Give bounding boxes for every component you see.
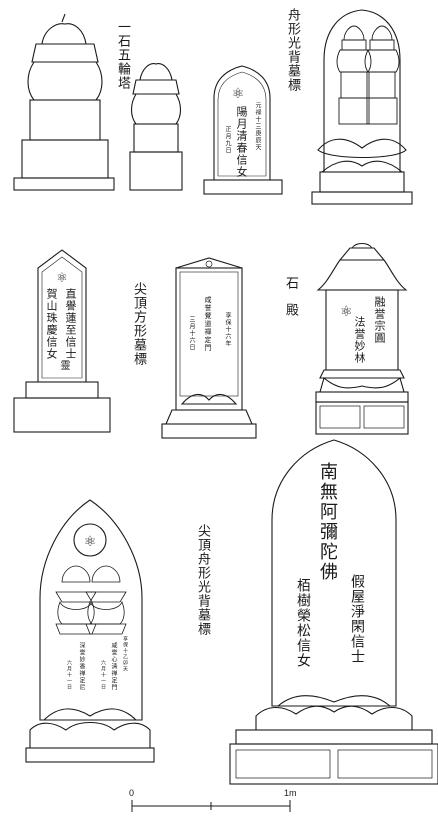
inscription-s7-main-l: 深誉妙香禅定尼: [78, 642, 85, 691]
scale-label-1m: 1m: [284, 788, 297, 798]
inscription-s7-main-r: 咸誉心清禅定門: [110, 642, 117, 691]
scale-bar: [131, 800, 291, 812]
gorinto-small: [129, 63, 183, 191]
inscription-s6-main1: 融誉宗圓: [373, 296, 386, 344]
inscription-s7-date-l: 六月十一日: [66, 660, 72, 690]
scale-label-zero: 0: [129, 788, 135, 798]
inscription-s5-main: 咸誉覺道禪定門: [204, 296, 212, 352]
inscription-s4-main1: 直譽蓮至信士: [64, 288, 77, 360]
label-sekiden: 石殿: [283, 276, 298, 330]
stone-4: [311, 9, 413, 205]
svg-text:⚛: ⚛: [232, 86, 245, 102]
inscription-s8-title: 南無阿彌陀佛: [317, 462, 338, 582]
inscription-s8-left: 栢樹榮松信女: [295, 578, 311, 668]
label-sencho-hokei: 尖頂方形墓標: [131, 282, 146, 366]
stone-5: ⚛: [13, 249, 111, 433]
inscription-s3-main: 陽月清春信女: [235, 106, 248, 178]
stone-6: [161, 257, 257, 439]
label-gorinto: 一石五輪塔: [115, 20, 130, 90]
svg-text:⚛: ⚛: [340, 304, 353, 320]
inscription-s3-left: 正月九日: [224, 126, 231, 154]
gorinto-large: [13, 13, 115, 191]
inscription-s3-right: 元禄十三庚辰天: [254, 102, 261, 151]
inscription-s7-date-r: 六月十一日: [100, 660, 106, 690]
stone-9: [229, 439, 438, 785]
label-sencho-funagata: 尖頂舟形光背墓標: [195, 524, 210, 636]
inscription-s4-bottom: 靈: [58, 360, 69, 371]
inscription-s7-right: 享保十乙卯天: [122, 636, 128, 672]
label-funagata: 舟形光背墓標: [285, 8, 300, 92]
stone-3: ⚛: [203, 65, 283, 195]
stone-7: ⚛: [315, 242, 409, 435]
inscription-s8-right: 假屋淨閑信士: [349, 574, 365, 664]
inscription-s4-main2: 賀山珠慶信女: [45, 288, 58, 360]
inscription-s5-right: 享保十六年: [224, 312, 231, 347]
svg-text:⚛: ⚛: [56, 271, 68, 286]
svg-text:⚛: ⚛: [84, 534, 97, 550]
inscription-s5-left: 三月十六日: [188, 316, 195, 351]
stone-8: ⚛: [25, 499, 155, 763]
inscription-s6-main2: 法誉妙林: [353, 316, 366, 364]
